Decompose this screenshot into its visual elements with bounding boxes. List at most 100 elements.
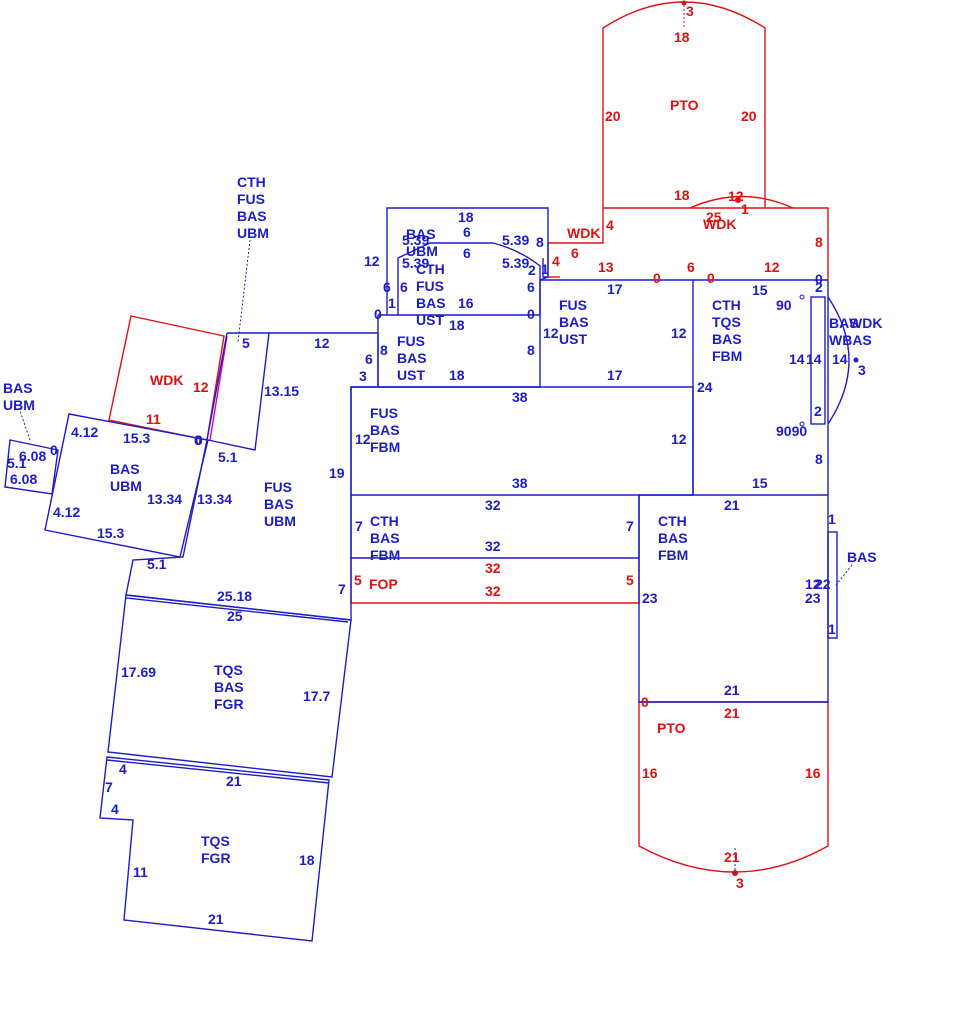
svg-text:2: 2	[815, 279, 823, 295]
area-label-cth-bas-fbm-right: CTH BAS FBM	[658, 513, 688, 563]
area-label-fus-bas-ubm: FUS BAS UBM	[264, 479, 296, 529]
svg-text:BAS: BAS	[416, 295, 446, 311]
svg-text:UBM: UBM	[110, 478, 142, 494]
svg-text:UBM: UBM	[3, 397, 35, 413]
svg-text:12: 12	[671, 325, 687, 341]
svg-text:BAS: BAS	[3, 380, 33, 396]
svg-text:FGR: FGR	[201, 850, 231, 866]
callout-leaders	[237, 5, 853, 873]
svg-text:25: 25	[227, 608, 243, 624]
dims-cth-tqs-bas-fbm: 15 90 0 2 14 14 14 24 9090 2 8 15 3	[697, 271, 866, 491]
svg-text:WBAS: WBAS	[829, 332, 872, 348]
svg-text:21: 21	[724, 705, 740, 721]
svg-text:0: 0	[50, 442, 58, 458]
svg-text:CTH: CTH	[658, 513, 687, 529]
svg-text:12: 12	[543, 325, 559, 341]
svg-text:18: 18	[449, 367, 465, 383]
svg-text:0: 0	[707, 270, 715, 286]
bas-ubm-small-outline	[4, 404, 59, 495]
svg-text:CTH: CTH	[370, 513, 399, 529]
svg-text:FBM: FBM	[370, 439, 400, 455]
svg-text:32: 32	[485, 497, 501, 513]
svg-text:18: 18	[674, 29, 690, 45]
svg-text:18: 18	[674, 187, 690, 203]
svg-text:3: 3	[359, 368, 367, 384]
svg-text:5.39: 5.39	[502, 255, 529, 271]
svg-text:3: 3	[736, 875, 744, 891]
dims-pto-bottom: 0 21 16 16 21 3	[641, 694, 821, 891]
svg-text:4: 4	[111, 801, 119, 817]
svg-text:6: 6	[571, 245, 579, 261]
svg-text:4: 4	[606, 217, 614, 233]
area-label-bay: BAS WDK WBAS	[829, 315, 882, 348]
dims-cth-bas-fbm-right: 21 1 12 22 23 23 1 21	[642, 497, 836, 698]
svg-text:16: 16	[805, 765, 821, 781]
dims-wdk-left: 12 11	[146, 379, 209, 427]
svg-text:22: 22	[815, 576, 831, 592]
area-label-bas-ubm-tilted: BAS UBM	[110, 461, 142, 494]
svg-text:14: 14	[789, 351, 805, 367]
svg-text:4.12: 4.12	[53, 504, 80, 520]
svg-text:1: 1	[388, 295, 396, 311]
svg-text:8: 8	[527, 342, 535, 358]
svg-text:TQS: TQS	[712, 314, 741, 330]
svg-text:5.39: 5.39	[402, 255, 429, 271]
svg-text:2: 2	[528, 262, 536, 278]
svg-text:5: 5	[626, 572, 634, 588]
svg-text:UST: UST	[416, 312, 444, 328]
svg-text:17: 17	[607, 367, 623, 383]
svg-text:TQS: TQS	[214, 662, 243, 678]
svg-text:90: 90	[776, 297, 792, 313]
svg-text:BAS: BAS	[264, 496, 294, 512]
area-label-wdk-left: WDK	[150, 372, 183, 388]
svg-text:6: 6	[527, 279, 535, 295]
svg-text:BAS: BAS	[370, 422, 400, 438]
svg-text:16: 16	[458, 295, 474, 311]
svg-text:WDK: WDK	[849, 315, 882, 331]
svg-text:13.34: 13.34	[197, 491, 232, 507]
svg-text:4: 4	[119, 761, 127, 777]
tqs-fgr-outline	[99, 756, 330, 942]
svg-text:12: 12	[355, 431, 371, 447]
pto-top-outline	[602, 0, 794, 209]
svg-text:32: 32	[485, 538, 501, 554]
svg-text:FUS: FUS	[370, 405, 398, 421]
svg-text:BAS: BAS	[829, 315, 859, 331]
svg-text:16: 16	[642, 765, 658, 781]
svg-text:FUS: FUS	[416, 278, 444, 294]
svg-text:8: 8	[815, 234, 823, 250]
svg-text:21: 21	[724, 682, 740, 698]
svg-text:CTH: CTH	[416, 261, 445, 277]
svg-text:BAS: BAS	[370, 530, 400, 546]
svg-text:0: 0	[194, 432, 202, 448]
svg-text:38: 38	[512, 475, 528, 491]
dims-tqs-bas-fgr: 25 17.69 17.7	[121, 608, 330, 704]
svg-text:21: 21	[226, 773, 242, 789]
area-label-fop: FOP	[369, 576, 398, 592]
svg-text:1: 1	[741, 201, 749, 217]
svg-text:21: 21	[724, 497, 740, 513]
svg-text:20: 20	[741, 108, 757, 124]
area-label-bas-ubm-top: BAS UBM	[406, 226, 438, 259]
svg-text:18: 18	[299, 852, 315, 868]
svg-text:13.15: 13.15	[264, 383, 299, 399]
svg-text:8: 8	[815, 451, 823, 467]
svg-text:11: 11	[146, 411, 161, 427]
dims-fus-bas-ust-right: 17 12 12 17	[543, 281, 687, 383]
svg-text:TQS: TQS	[201, 833, 230, 849]
area-label-cth-bas-fbm-mid: CTH BAS FBM	[370, 513, 400, 563]
svg-text:1: 1	[828, 621, 836, 637]
svg-text:FBM: FBM	[712, 348, 742, 364]
area-label-wdk-mid: WDK	[703, 216, 736, 232]
svg-text:12: 12	[193, 379, 209, 395]
svg-text:6: 6	[687, 259, 695, 275]
svg-text:23: 23	[805, 590, 821, 606]
svg-text:12: 12	[314, 335, 330, 351]
svg-text:0: 0	[195, 432, 203, 448]
svg-text:19: 19	[329, 465, 345, 481]
svg-text:38: 38	[512, 389, 528, 405]
svg-text:12: 12	[364, 253, 380, 269]
svg-text:7: 7	[338, 581, 346, 597]
dims-fop: 32 5 5 32	[354, 560, 634, 599]
